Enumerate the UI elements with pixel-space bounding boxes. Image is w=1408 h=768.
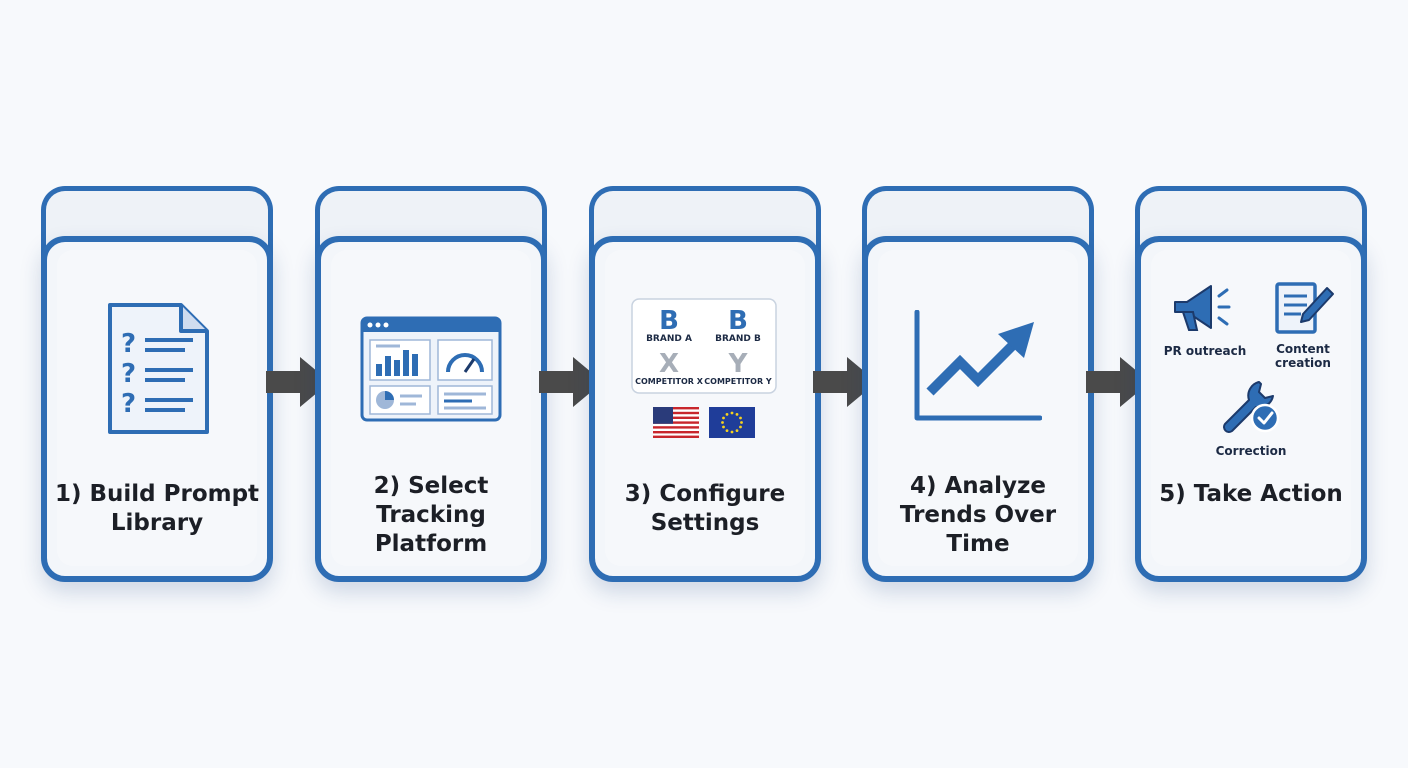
arrow-icon bbox=[813, 357, 877, 407]
svg-text:?: ? bbox=[121, 359, 136, 389]
step-3: B BRAND A B BRAND B X COMPETITOR X Y COM… bbox=[589, 186, 821, 582]
settings-brands-icon: B BRAND A B BRAND B X COMPETITOR X Y COM… bbox=[631, 298, 777, 394]
edit-document-icon bbox=[1275, 282, 1334, 334]
document-questions-icon: ? ? ? bbox=[108, 303, 209, 434]
us-flag-icon bbox=[653, 407, 699, 438]
card-front bbox=[315, 236, 547, 582]
arrow-icon bbox=[1086, 357, 1150, 407]
step-5: PR outreach Content creation Correction … bbox=[1135, 186, 1367, 582]
svg-text:?: ? bbox=[121, 389, 136, 419]
step-3-label: 3) Configure Settings bbox=[624, 481, 786, 536]
brand-b-mark: B bbox=[728, 306, 748, 336]
action-content-creation: Content creation bbox=[1275, 342, 1331, 370]
action-correction: Correction bbox=[1215, 444, 1287, 458]
megaphone-icon bbox=[1174, 285, 1231, 331]
eu-flag-icon bbox=[709, 407, 755, 438]
step-4: 4) Analyze Trends Over Time bbox=[862, 186, 1094, 582]
step-5-label: 5) Take Action bbox=[1159, 481, 1343, 507]
card-front bbox=[862, 236, 1094, 582]
brand-a-mark: B bbox=[659, 306, 679, 336]
step-2-label: 2) Select Tracking Platform bbox=[373, 473, 489, 557]
arrow-icon bbox=[539, 357, 603, 407]
action-pr-outreach: PR outreach bbox=[1163, 344, 1247, 358]
brand-b-name: BRAND B bbox=[715, 334, 761, 344]
trend-chart-icon bbox=[914, 310, 1042, 421]
step-1-label: 1) Build Prompt Library bbox=[54, 481, 260, 536]
competitor-y-name: COMPETITOR Y bbox=[704, 377, 772, 386]
competitor-y-mark: Y bbox=[728, 349, 749, 379]
brand-a-name: BRAND A bbox=[646, 334, 692, 344]
step-2: 2) Select Tracking Platform bbox=[315, 186, 547, 582]
competitor-x-name: COMPETITOR X bbox=[635, 377, 704, 386]
step-1: ? ? ? 1) Build Prompt Library bbox=[41, 186, 273, 582]
wrench-check-icon bbox=[1223, 381, 1280, 433]
competitor-x-mark: X bbox=[659, 349, 679, 379]
arrow-icon bbox=[266, 357, 330, 407]
dashboard-icon bbox=[360, 316, 502, 422]
step-4-label: 4) Analyze Trends Over Time bbox=[899, 473, 1057, 557]
svg-text:?: ? bbox=[121, 329, 136, 359]
